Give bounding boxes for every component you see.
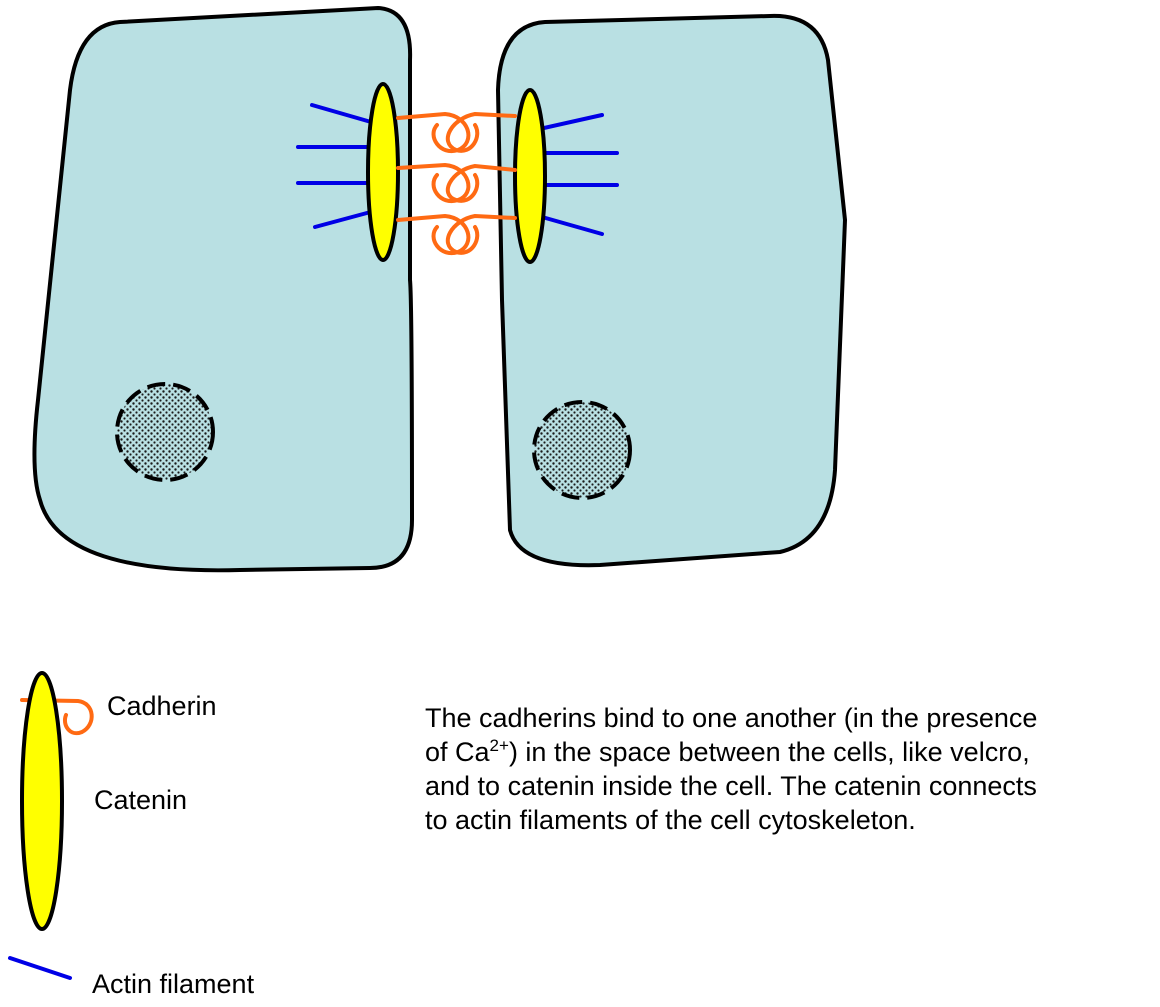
catenin-legend-label: Catenin: [94, 785, 187, 816]
caption-line-3: and to catenin inside the cell. The cate…: [425, 769, 1160, 803]
right-nucleus: [534, 402, 630, 498]
left-catenin: [368, 84, 398, 260]
cadherin-legend-label: Cadherin: [107, 691, 217, 722]
caption-line-4: to actin filaments of the cell cytoskele…: [425, 803, 1160, 837]
explanation-caption: The cadherins bind to one another (in th…: [425, 701, 1160, 837]
actin-legend-label: Actin filament: [92, 969, 254, 1000]
left-cell: [34, 8, 412, 570]
right-catenin: [515, 90, 545, 262]
actin-line-icon: [10, 958, 70, 978]
left-nucleus: [117, 384, 213, 480]
catenin-ellipse-icon: [22, 673, 62, 929]
caption-line-2: of Ca2+) in the space between the cells,…: [425, 735, 1160, 769]
caption-line-1: The cadherins bind to one another (in th…: [425, 701, 1160, 735]
